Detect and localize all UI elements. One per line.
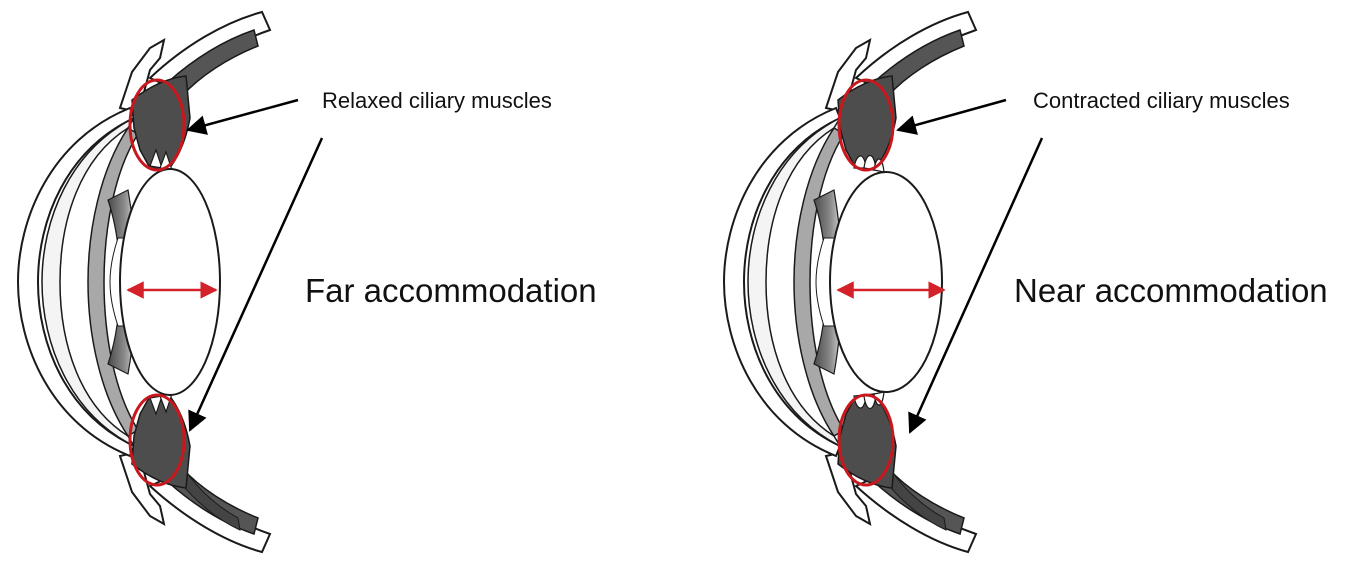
near-accommodation-label: Near accommodation: [1014, 272, 1328, 309]
near-muscle-label: Contracted ciliary muscles: [1033, 88, 1290, 113]
near-eye-diagram: [724, 12, 1042, 552]
far-muscle-label: Relaxed ciliary muscles: [322, 88, 552, 113]
near-upper-pointer-arrow: [898, 100, 1006, 130]
near-lens: [830, 172, 942, 392]
far-eye-diagram: Relaxed ciliary muscles Far accommodatio…: [18, 12, 597, 552]
far-upper-pointer-arrow: [188, 100, 298, 130]
far-accommodation-label: Far accommodation: [305, 272, 597, 309]
far-lens: [120, 169, 220, 395]
